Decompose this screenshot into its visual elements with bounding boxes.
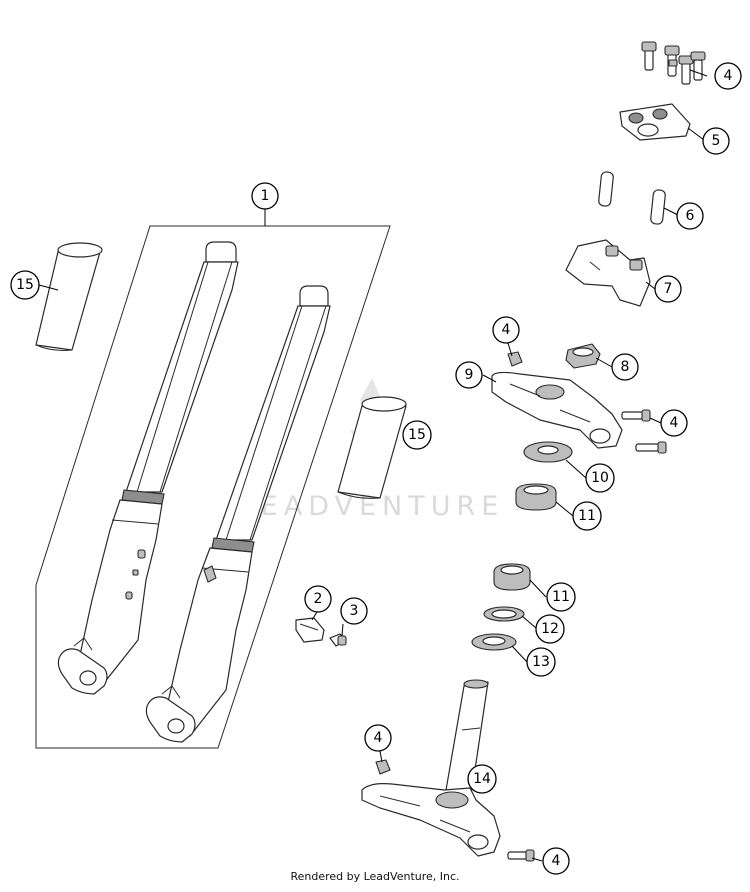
svg-text:4: 4 — [374, 730, 383, 746]
callout-4-clamp-bolts: 4 — [660, 409, 688, 437]
svg-text:11: 11 — [578, 508, 596, 524]
seal-ring[interactable] — [483, 606, 525, 622]
footer-credit: Rendered by LeadVenture, Inc. — [290, 870, 460, 883]
svg-text:11: 11 — [552, 589, 570, 605]
fork-protector-left[interactable] — [35, 242, 103, 351]
callout-15-right: 15 — [402, 420, 432, 450]
svg-text:10: 10 — [591, 470, 609, 486]
dust-seal-lower[interactable] — [471, 633, 517, 651]
callout-6: 6 — [676, 202, 704, 230]
callout-13: 13 — [526, 647, 556, 677]
svg-text:15: 15 — [16, 277, 34, 293]
callout-2: 2 — [304, 585, 332, 613]
callout-8: 8 — [611, 353, 639, 381]
svg-text:7: 7 — [664, 281, 673, 297]
fork-protector-right[interactable] — [337, 396, 407, 499]
svg-text:14: 14 — [473, 771, 491, 787]
right-fork-leg[interactable] — [145, 285, 331, 743]
bearing-upper[interactable] — [515, 483, 557, 511]
svg-text:4: 4 — [552, 853, 561, 869]
callout-12: 12 — [535, 614, 565, 644]
svg-text:5: 5 — [712, 133, 721, 149]
callout-15-left: 15 — [10, 270, 40, 300]
callout-4-nut-upper: 4 — [492, 316, 520, 344]
callout-7: 7 — [654, 275, 682, 303]
svg-text:15: 15 — [408, 427, 426, 443]
handlebar-clamp-bottom[interactable] — [565, 239, 651, 307]
callout-1: 1 — [251, 182, 279, 210]
bearing-lower[interactable] — [493, 563, 531, 591]
small-nut-lower[interactable] — [375, 759, 391, 775]
svg-text:13: 13 — [532, 654, 550, 670]
svg-text:12: 12 — [541, 621, 559, 637]
callout-9: 9 — [455, 361, 483, 389]
svg-text:1: 1 — [261, 188, 270, 204]
clamp-bolt-lower[interactable] — [635, 441, 667, 454]
svg-text:4: 4 — [670, 415, 679, 431]
callout-11-lower: 11 — [546, 582, 576, 612]
top-bolts[interactable] — [641, 41, 706, 85]
steering-nut[interactable] — [565, 343, 601, 369]
callout-14: 14 — [467, 764, 497, 794]
callout-4-bottom-bolt: 4 — [542, 847, 570, 875]
clamp-bolt-bottom[interactable] — [507, 849, 535, 862]
svg-text:2: 2 — [314, 591, 323, 607]
callout-4-top-bolts: 4 — [714, 62, 742, 90]
svg-text:6: 6 — [686, 208, 695, 224]
clamp-bolt-upper[interactable] — [621, 409, 651, 422]
clamp-screw[interactable] — [329, 633, 347, 647]
svg-text:3: 3 — [350, 603, 359, 619]
small-nut-upper[interactable] — [507, 351, 523, 367]
fork-assembly-outline — [35, 225, 391, 749]
callout-10: 10 — [585, 463, 615, 493]
svg-text:4: 4 — [502, 322, 511, 338]
upper-triple-clamp[interactable] — [491, 371, 623, 449]
svg-text:8: 8 — [621, 359, 630, 375]
dust-cover[interactable] — [523, 441, 573, 463]
callout-11-upper: 11 — [572, 501, 602, 531]
callout-5: 5 — [702, 127, 730, 155]
left-fork-leg[interactable] — [57, 241, 239, 695]
callout-3: 3 — [340, 597, 368, 625]
callout-4-nut-lower: 4 — [364, 724, 392, 752]
handlebar-bolts[interactable] — [598, 171, 666, 225]
svg-text:9: 9 — [465, 367, 474, 383]
lower-triple-clamp[interactable] — [361, 679, 501, 857]
svg-text:4: 4 — [724, 68, 733, 84]
cable-clamp[interactable] — [295, 617, 325, 643]
handlebar-clamp-top[interactable] — [619, 103, 691, 141]
